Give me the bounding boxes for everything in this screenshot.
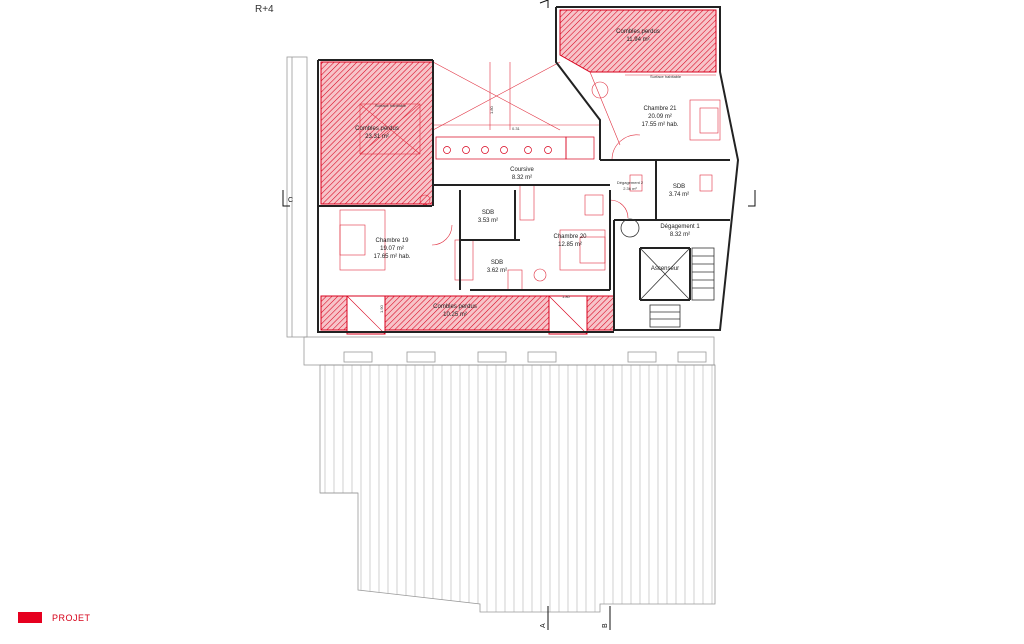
room-name: Chambre 21 xyxy=(643,106,677,112)
lower-roof xyxy=(319,364,716,613)
sanitary-row xyxy=(435,136,595,160)
room-area: 20.09 m² xyxy=(648,114,672,120)
room-area: 3.53 m² xyxy=(478,218,498,224)
legend: PROJET xyxy=(18,612,91,623)
room-name: Ascenseur xyxy=(651,266,679,272)
room-name: SDB xyxy=(491,260,503,266)
section-markers xyxy=(282,0,756,630)
room-name: SDB xyxy=(673,184,685,190)
eaves xyxy=(286,56,715,366)
room-area: 2.36 m² xyxy=(623,186,637,191)
surface-note: Surface habitable xyxy=(375,103,407,108)
room-hab-area: 17.65 m² hab. xyxy=(373,254,410,260)
room-area: 12.85 m² xyxy=(558,242,582,248)
dimension-label: 1.80 xyxy=(562,294,571,299)
section-c-label: C xyxy=(288,197,293,204)
section-a-label: A xyxy=(540,623,547,628)
room-name: Chambre 19 xyxy=(375,238,409,244)
room-name: SDB xyxy=(482,210,494,216)
walls xyxy=(317,6,740,333)
room-area: 19.07 m² xyxy=(380,246,404,252)
room-name: Combles perdus xyxy=(616,29,660,35)
level-label: R+4 xyxy=(255,4,274,15)
room-name: Combles perdus xyxy=(355,126,399,132)
legend-label: PROJET xyxy=(52,612,91,623)
legend-swatch xyxy=(18,612,42,623)
room-name: Dégagement 2 xyxy=(617,180,644,185)
room-name: Chambre 20 xyxy=(553,234,587,240)
room-name: Coursive xyxy=(510,167,534,173)
room-area: 23.31 m² xyxy=(365,134,389,140)
dimension-label: 1.80 xyxy=(489,105,494,114)
room-area: 11.94 m² xyxy=(626,37,649,43)
room-hab-area: 17.55 m² hab. xyxy=(641,122,678,128)
room-area: 3.74 m² xyxy=(669,192,689,198)
dimension-label: 0.31 xyxy=(512,126,521,131)
room-name: Combles perdus xyxy=(433,304,477,310)
room-area: 3.62 m² xyxy=(487,268,507,274)
surface-note: Surface habitable xyxy=(650,74,682,79)
dimension-label: 1.90 xyxy=(379,304,384,313)
section-b-label: B xyxy=(602,623,609,628)
room-area: 8.32 m² xyxy=(512,175,532,181)
room-area: 8.32 m² xyxy=(670,232,690,238)
room-name: Dégagement 1 xyxy=(660,224,700,230)
room-area: 10.25 m² xyxy=(443,312,467,318)
combles-zones xyxy=(320,9,717,335)
elevator-stairs xyxy=(620,218,715,328)
